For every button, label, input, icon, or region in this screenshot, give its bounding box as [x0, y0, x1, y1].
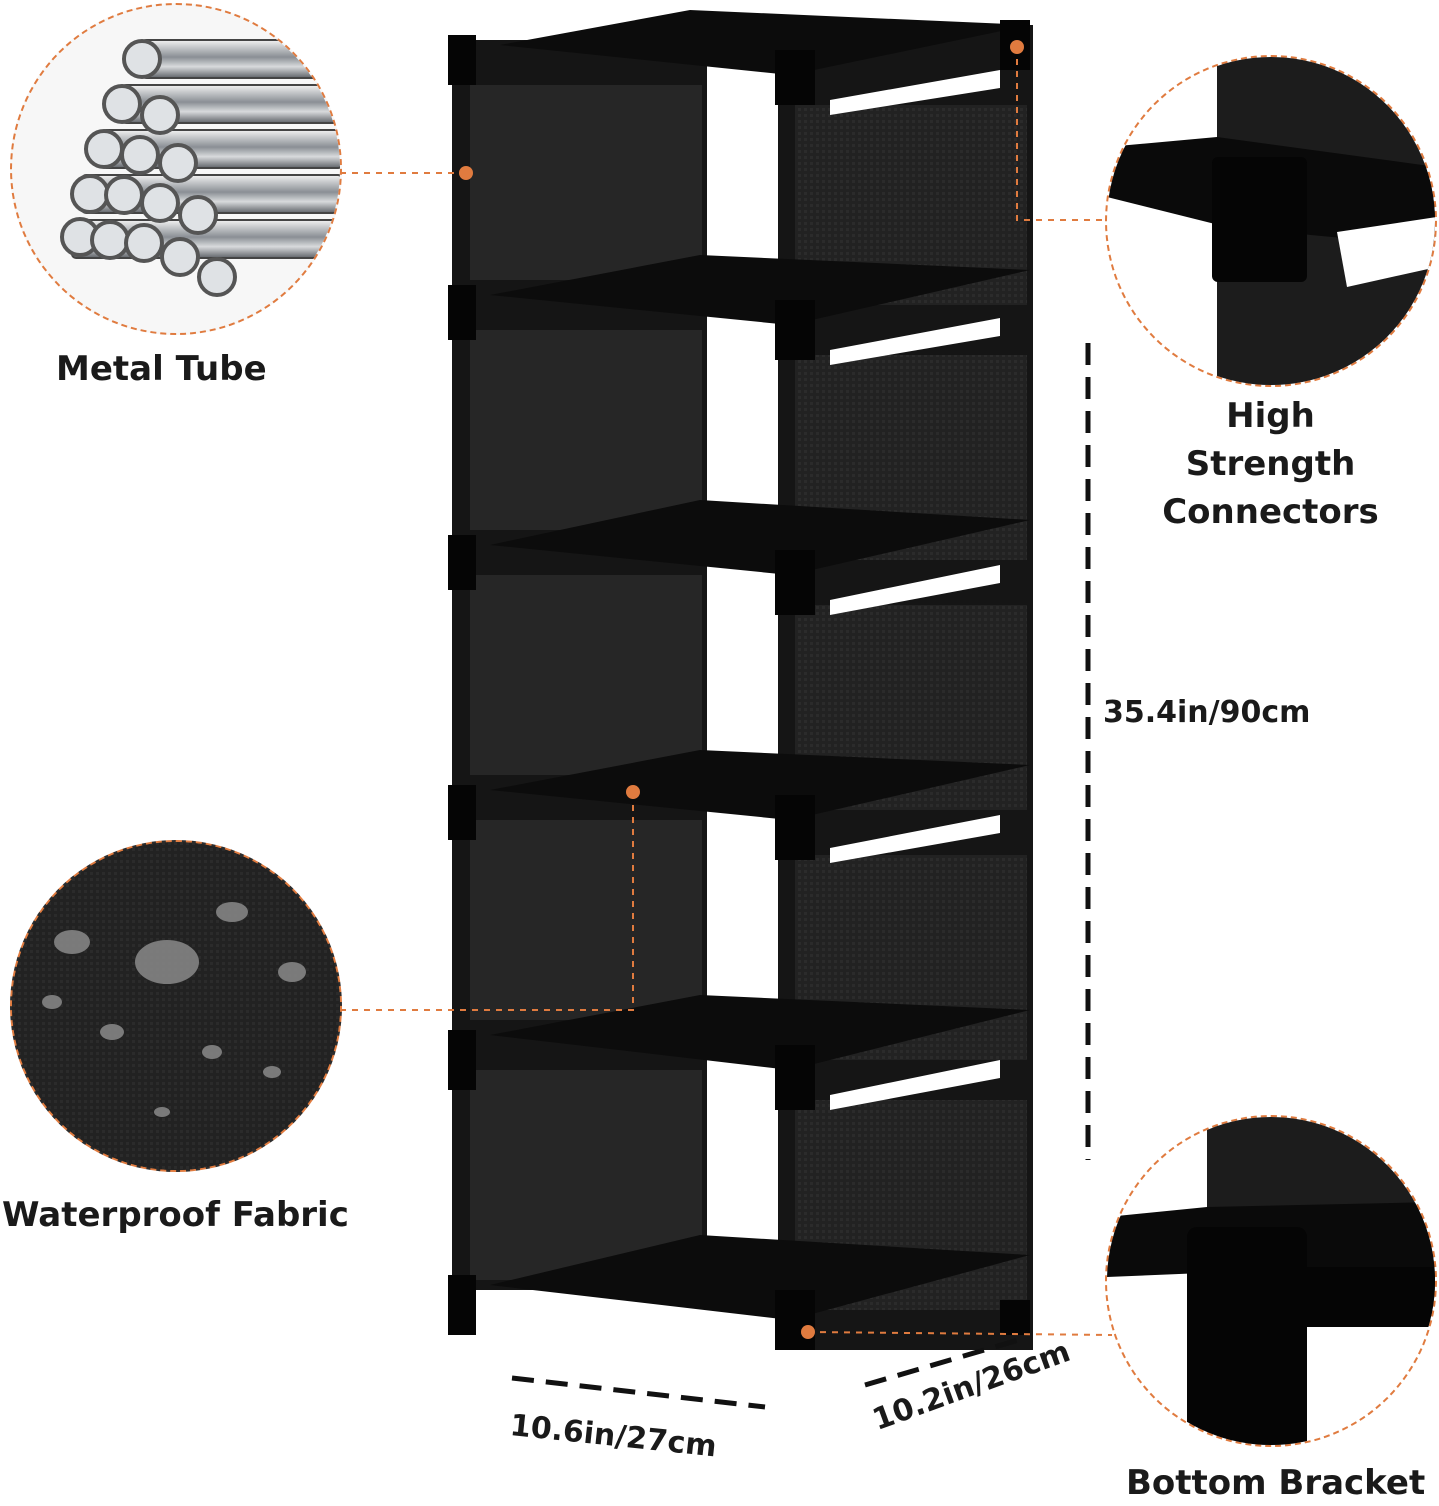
water-drops-icon: [12, 842, 340, 1170]
rack-shelves: [490, 10, 1030, 1320]
dimension-lines: [511, 343, 1091, 1410]
connector-icon: [1107, 57, 1435, 385]
metal-tubes-icon: [60, 39, 340, 297]
high-strength-label: High Strength Connectors: [1162, 396, 1379, 532]
rack-right-side: [778, 25, 1033, 1350]
fabric-closeup: [10, 840, 342, 1172]
rack-posts: [448, 20, 1030, 1350]
metal-tube-closeup: [10, 3, 342, 335]
callout-leaders: [340, 47, 1113, 1336]
waterproof-label: Waterproof Fabric: [2, 1195, 349, 1235]
height-dimension: 35.4in/90cm: [1103, 695, 1311, 730]
metal-tube-label: Metal Tube: [56, 349, 267, 389]
bracket-closeup: [1105, 1115, 1437, 1447]
bottom-bracket-label: Bottom Bracket: [1126, 1463, 1426, 1503]
connector-closeup: [1105, 55, 1437, 387]
rack-left-side: [452, 40, 707, 1290]
bracket-icon: [1107, 1117, 1435, 1445]
callout-dots: [459, 40, 1024, 1339]
